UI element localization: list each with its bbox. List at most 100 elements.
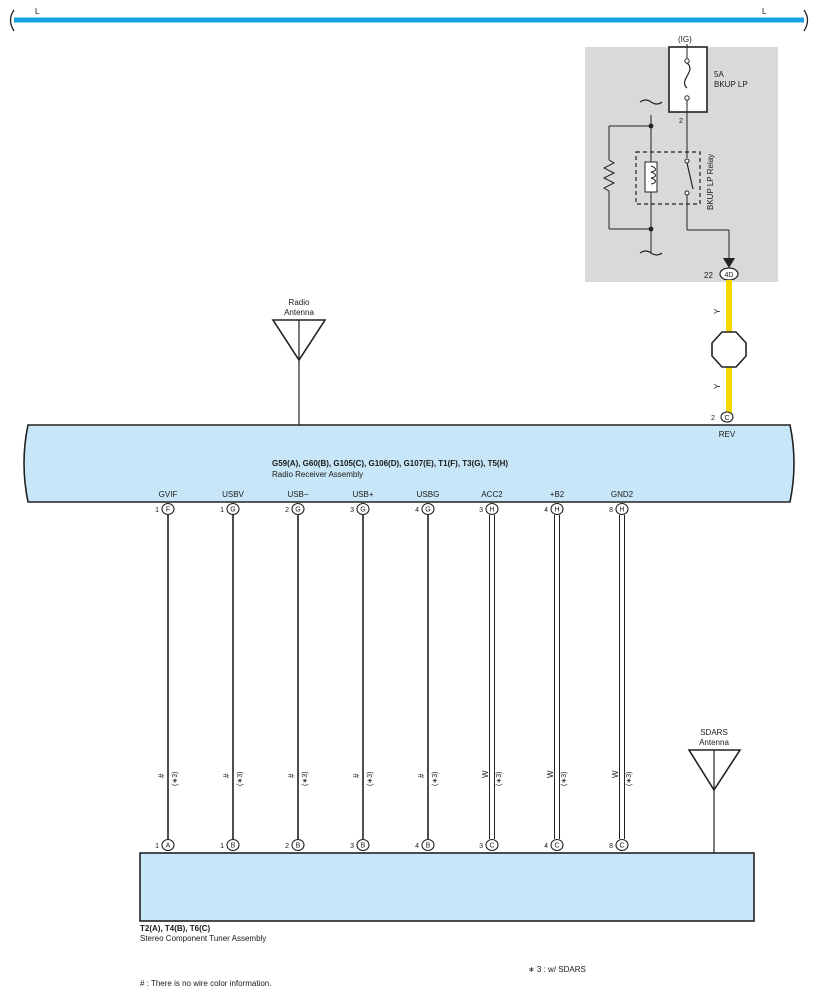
radio-antenna: Radio Antenna <box>271 298 327 425</box>
tuner-pin-number: 1 <box>220 843 224 850</box>
receiver-pin-connector <box>226 502 240 516</box>
wire-color-label: W <box>546 770 555 778</box>
sdars-antenna-line1: SDARS <box>700 728 728 737</box>
rev-wire-color-upper: Y <box>713 308 722 314</box>
wire-color-label: # <box>157 773 166 778</box>
pin-wires: GVIF1F#(∗3)1AGVIFUSBV1G#(∗3)1BUSV2USB−2G… <box>155 490 634 868</box>
receiver-pin-connector <box>615 502 629 516</box>
footnote-no-color: # : There is no wire color information. <box>140 979 271 988</box>
wire-color-label: # <box>352 773 361 778</box>
tuner-pin-number: 3 <box>350 843 354 850</box>
tuner-pin-connector <box>291 838 305 852</box>
receiver-pin-label: USB− <box>287 490 308 499</box>
tuner-pin-connector <box>226 838 240 852</box>
radio-antenna-line2: Antenna <box>284 308 314 317</box>
top-bus: L L <box>9 7 809 32</box>
fuse-symbol <box>668 46 708 113</box>
receiver-pin-connector <box>291 502 305 516</box>
radio-antenna-line1: Radio <box>289 298 310 307</box>
top-bus-right-label: L <box>762 7 767 16</box>
radio-receiver: 2 C REV G59(A), G60(B), G105(C), G106(D)… <box>23 411 795 503</box>
relay-name: BKUP LP Relay <box>706 154 715 210</box>
rev-pin: 2 <box>711 415 715 422</box>
tuner-name: Stereo Component Tuner Assembly <box>140 934 266 943</box>
tuner-pin-connector-letter: A <box>166 843 171 850</box>
rev-wire-color-lower: Y <box>713 383 722 389</box>
wire-note: (∗3) <box>432 772 439 786</box>
relay-box: (IG) 5A BKUP LP 2 <box>585 35 778 282</box>
receiver-pin-connector-letter: G <box>295 507 300 514</box>
receiver-pin-label: ACC2 <box>481 490 503 499</box>
wire-color-label: # <box>222 773 231 778</box>
fuse-pin: 2 <box>679 118 683 125</box>
receiver-pin-number: 4 <box>544 507 548 514</box>
tuner-pin-number: 2 <box>285 843 289 850</box>
tuner-pin-connector <box>421 838 435 852</box>
receiver-pin-number: 1 <box>220 507 224 514</box>
receiver-pin-connector-letter: G <box>360 507 365 514</box>
tuner-pin-connector <box>161 838 175 852</box>
receiver-pin-connector <box>356 502 370 516</box>
receiver-pin-connector <box>485 502 499 516</box>
receiver-pin-number: 2 <box>285 507 289 514</box>
relay-out-pin: 22 <box>704 271 713 280</box>
tuner-pin-connector-letter: B <box>296 843 301 850</box>
fuse-amp: 5A <box>714 70 724 79</box>
receiver-pin-connector-letter: G <box>230 507 235 514</box>
receiver-pin-number: 4 <box>415 507 419 514</box>
receiver-pin-label: USB+ <box>352 490 373 499</box>
wire-note: (∗3) <box>496 772 503 786</box>
tuner-pin-connector-letter: B <box>426 843 431 850</box>
top-bus-left-label: L <box>35 7 40 16</box>
receiver-pin-label: +B2 <box>550 490 565 499</box>
wire-color-label: # <box>287 773 296 778</box>
relay-symbol <box>635 151 701 205</box>
receiver-pin-label: GVIF <box>159 490 178 499</box>
receiver-pin-connector-letter: H <box>489 507 494 514</box>
relay-out-connector: 4D <box>725 272 734 279</box>
sdars-antenna-line2: Antenna <box>699 738 729 747</box>
sdars-antenna: SDARS Antenna <box>687 728 742 853</box>
tuner-pin-connector-letter: C <box>554 843 559 850</box>
wire-color-label: # <box>417 773 426 778</box>
wire-note: (∗3) <box>302 772 309 786</box>
receiver-name: Radio Receiver Assembly <box>272 470 363 479</box>
ig-label: (IG) <box>678 35 692 44</box>
rev-label: REV <box>719 430 736 439</box>
tuner-pin-connector-letter: B <box>231 843 236 850</box>
tuner-pin-connector <box>615 838 629 852</box>
wire-note: (∗3) <box>172 772 179 786</box>
tuner-pin-connector-letter: B <box>361 843 366 850</box>
footnote-sdars: ∗ 3 : w/ SDARS <box>528 965 586 974</box>
tuner-pin-connector-letter: C <box>619 843 624 850</box>
receiver-pin-number: 1 <box>155 507 159 514</box>
wire-color-label: W <box>611 770 620 778</box>
receiver-pin-number: 3 <box>479 507 483 514</box>
tuner-pin-number: 8 <box>609 843 613 850</box>
tuner-pin-connector-letter: C <box>489 843 494 850</box>
tuner-pin-connector <box>485 838 499 852</box>
receiver-pin-connector-letter: G <box>425 507 430 514</box>
receiver-pin-connector-letter: H <box>619 507 624 514</box>
tuner-pin-number: 3 <box>479 843 483 850</box>
tuner-pin-number: 4 <box>415 843 419 850</box>
tuner-assembly: T2(A), T4(B), T6(C) Stereo Component Tun… <box>139 852 755 943</box>
tuner-pin-number: 4 <box>544 843 548 850</box>
receiver-pin-connector <box>161 502 175 516</box>
wire-note: (∗3) <box>626 772 633 786</box>
wire-color-label: W <box>481 770 490 778</box>
receiver-pin-number: 3 <box>350 507 354 514</box>
rev-connector: C <box>724 415 729 422</box>
wire-note: (∗3) <box>367 772 374 786</box>
wire-note: (∗3) <box>561 772 568 786</box>
tuner-pin-connector <box>550 838 564 852</box>
junction-connector <box>711 331 747 368</box>
receiver-pin-connector-letter: H <box>554 507 559 514</box>
receiver-pin-label: USBG <box>417 490 440 499</box>
tuner-pin-connector <box>356 838 370 852</box>
receiver-pin-connector-letter: F <box>166 507 170 514</box>
receiver-connectors: G59(A), G60(B), G105(C), G106(D), G107(E… <box>272 459 508 468</box>
receiver-pin-connector <box>421 502 435 516</box>
tuner-pin-number: 1 <box>155 843 159 850</box>
